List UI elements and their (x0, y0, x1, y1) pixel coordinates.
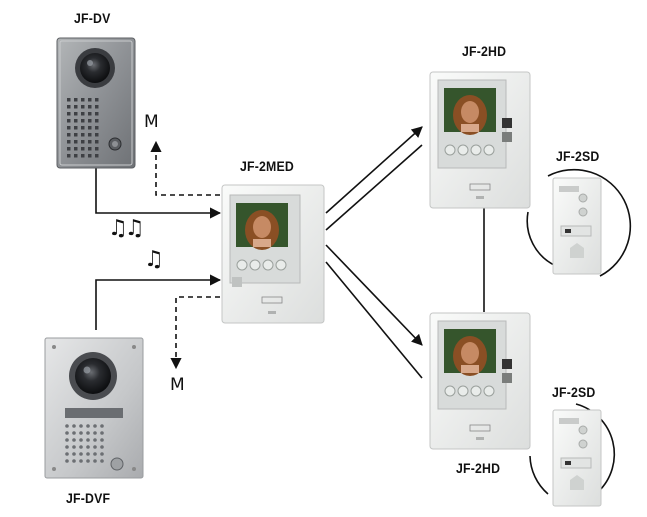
arc-speaker-bottom-left (529, 455, 549, 495)
chime-icon-bottom: ♫ (144, 247, 164, 272)
sub-station-jf-2hd-bottom (429, 312, 531, 450)
door-station-jf-dvf (44, 337, 144, 479)
audio-line-bottom (95, 274, 222, 330)
speaker-station-jf-2sd-top (552, 177, 602, 275)
arc-speaker-top (547, 168, 632, 277)
label-jf-2sd-bottom: JF-2SD (552, 384, 596, 400)
label-jf-2hd-top: JF-2HD (462, 43, 507, 59)
audio-line-top (95, 168, 222, 219)
master-station-jf-2med (221, 184, 325, 324)
label-jf-2hd-bottom: JF-2HD (456, 460, 501, 476)
label-jf-2med: JF-2MED (240, 158, 294, 174)
monitor-line-bottom (170, 296, 220, 370)
link-master-sub-top-b (325, 144, 423, 231)
speaker-station-jf-2sd-bottom (552, 409, 602, 507)
link-master-sub-bottom-b (325, 261, 423, 379)
label-monitor-top: M (144, 112, 159, 132)
connection-lines (95, 126, 632, 495)
arc-speaker-top-left (526, 211, 557, 267)
label-jf-dv: JF-DV (74, 10, 111, 26)
monitor-line-top (150, 140, 220, 196)
sub-station-jf-2hd-top (429, 71, 531, 209)
chime-icon-top: ♫♫ (108, 216, 144, 241)
door-station-jf-dv (56, 37, 136, 169)
speaker-grille (67, 98, 99, 158)
label-monitor-bottom: M (170, 375, 185, 395)
label-jf-dvf: JF-DVF (66, 490, 111, 506)
link-master-sub-top-a (325, 126, 423, 214)
speaker-grille-dvf (65, 424, 104, 463)
link-master-sub-bottom-a (325, 244, 423, 346)
label-jf-2sd-top: JF-2SD (556, 148, 600, 164)
